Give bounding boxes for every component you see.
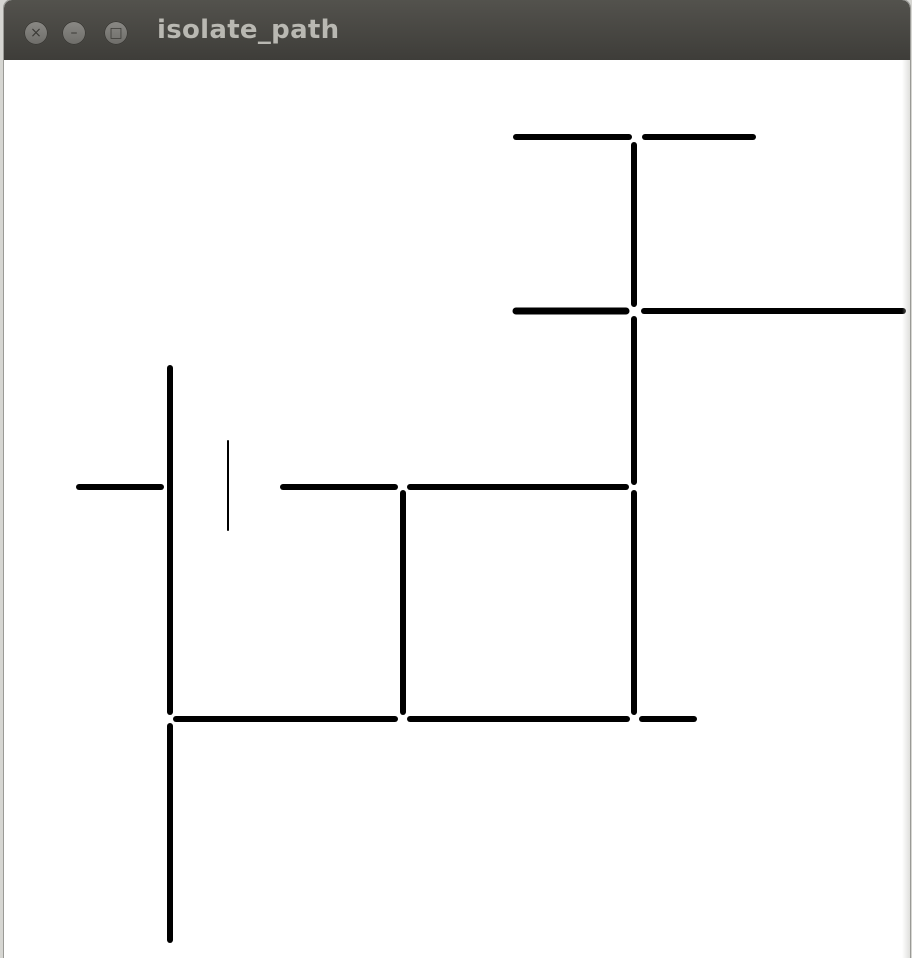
app-window: × – □ isolate_path [4, 0, 910, 958]
window-edge-shadow [902, 60, 910, 958]
title-bar[interactable]: × – □ isolate_path [4, 0, 910, 60]
close-icon: × [30, 25, 42, 41]
image-canvas [4, 60, 910, 958]
maximize-icon: □ [109, 25, 123, 41]
minimize-icon: – [70, 25, 78, 41]
minimize-button[interactable]: – [62, 21, 86, 45]
close-button[interactable]: × [24, 21, 48, 45]
maximize-button[interactable]: □ [104, 21, 128, 45]
window-title: isolate_path [157, 15, 340, 45]
path-drawing [76, 134, 906, 943]
